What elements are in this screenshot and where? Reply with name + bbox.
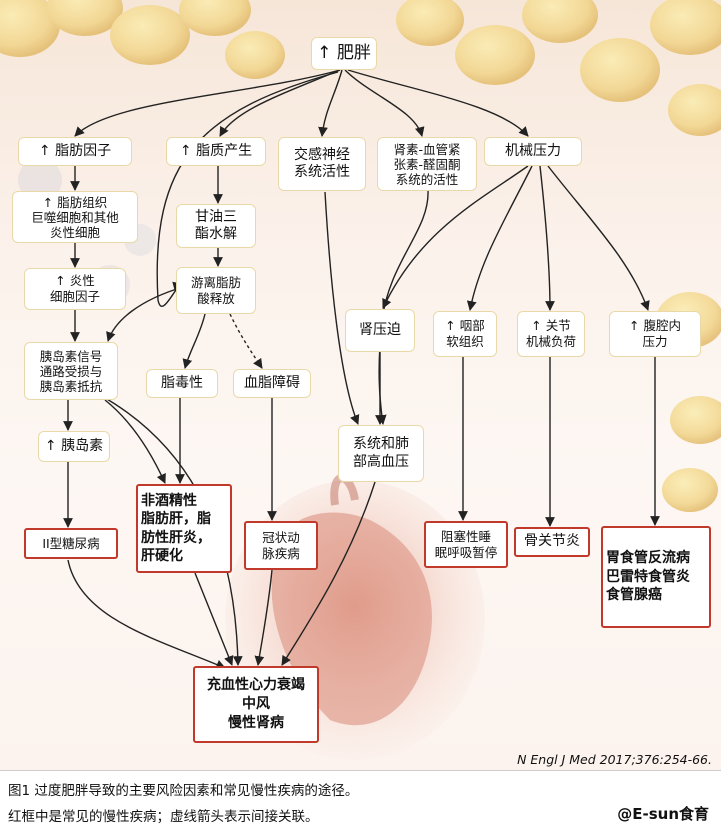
node-insulin-resistance: 胰岛素信号 通路受损与 胰岛素抵抗 (24, 342, 118, 400)
disease-heart-failure: 充血性心力衰竭 中风 慢性肾病 (193, 666, 319, 743)
credit-watermark: @E-sun食育 (617, 803, 709, 824)
node-inflammatory-cytokines: ↑ 炎性 细胞因子 (24, 268, 126, 310)
citation: N Engl J Med 2017;376:254-66. (420, 752, 712, 767)
node-adipose-tissue: ↑ 脂肪组织 巨噬细胞和其他 炎性细胞 (12, 191, 138, 243)
arrow-mech-abdominal (548, 166, 648, 310)
node-lipotoxicity: 脂毒性 (146, 369, 218, 398)
caption-line-1: 图1 过度肥胖导致的主要风险因素和常见慢性疾病的途径。 (8, 779, 358, 799)
figure-caption: 图1 过度肥胖导致的主要风险因素和常见慢性疾病的途径。 红框中是常见的慢性疾病；… (0, 770, 721, 832)
arrow-ffa-dyslipid (230, 314, 262, 368)
node-insulin: ↑ 胰岛素 (38, 431, 110, 462)
node-hypertension: 系统和肺 部高血压 (338, 425, 424, 482)
arrow-sympathetic-hypertension (325, 192, 358, 424)
node-lipid-production: ↑ 脂质产生 (166, 137, 266, 166)
node-dyslipidemia: 血脂障碍 (233, 369, 311, 398)
disease-nafld: 非酒精性 脂肪肝，脂 肪性肝炎， 肝硬化 (136, 484, 232, 573)
arrow-nafld-chf (195, 573, 232, 665)
node-free-fatty-acid: 游离脂肪 酸释放 (176, 267, 256, 314)
arrow-root-sympathetic (322, 70, 342, 136)
disease-osteoarthritis: 骨关节炎 (514, 527, 590, 557)
node-raas: 肾素-血管紧 张素-醛固酮 系统的活性 (377, 137, 477, 191)
disease-gerd: 胃食管反流病 巴雷特食管炎 食管腺癌 (601, 526, 711, 628)
arrow-mech-joint (540, 166, 550, 310)
node-joint-load: ↑ 关节 机械负荷 (517, 311, 585, 357)
node-mechanical: 机械压力 (484, 137, 582, 166)
arrow-insulinres-nafld (105, 400, 165, 483)
arrow-cad-chf (258, 570, 272, 665)
node-kidney-compression: 肾压迫 (345, 309, 415, 352)
caption-line-2: 红框中是常见的慢性疾病；虚线箭头表示间接关联。 (8, 805, 319, 825)
arrow-ffa-lipotox (185, 314, 205, 368)
disease-type2-diabetes: II型糖尿病 (24, 528, 118, 559)
disease-sleep-apnea: 阻塞性睡 眠呼吸暂停 (424, 521, 508, 568)
arrow-raas-hypertension (379, 190, 428, 424)
arrow-root-mechanical (348, 70, 528, 136)
node-adipokines: ↑ 脂肪因子 (18, 137, 132, 166)
arrow-root-lipid (220, 70, 340, 136)
arrow-mech-softtissue (470, 166, 532, 310)
node-abdominal-pressure: ↑ 腹腔内 压力 (609, 311, 701, 357)
arrow-hypertension-chf (282, 482, 375, 665)
disease-coronary-artery: 冠状动 脉疾病 (244, 521, 318, 570)
node-pharyngeal-soft-tissue: ↑ 咽部 软组织 (433, 311, 497, 357)
arrow-diabetes-chf (68, 560, 225, 668)
arrow-root-adipokines (75, 70, 340, 136)
root-obesity: ↑ 肥胖 (311, 37, 377, 70)
node-sympathetic: 交感神经 系统活性 (278, 137, 366, 191)
node-triglyceride: 甘油三 酯水解 (176, 204, 256, 248)
